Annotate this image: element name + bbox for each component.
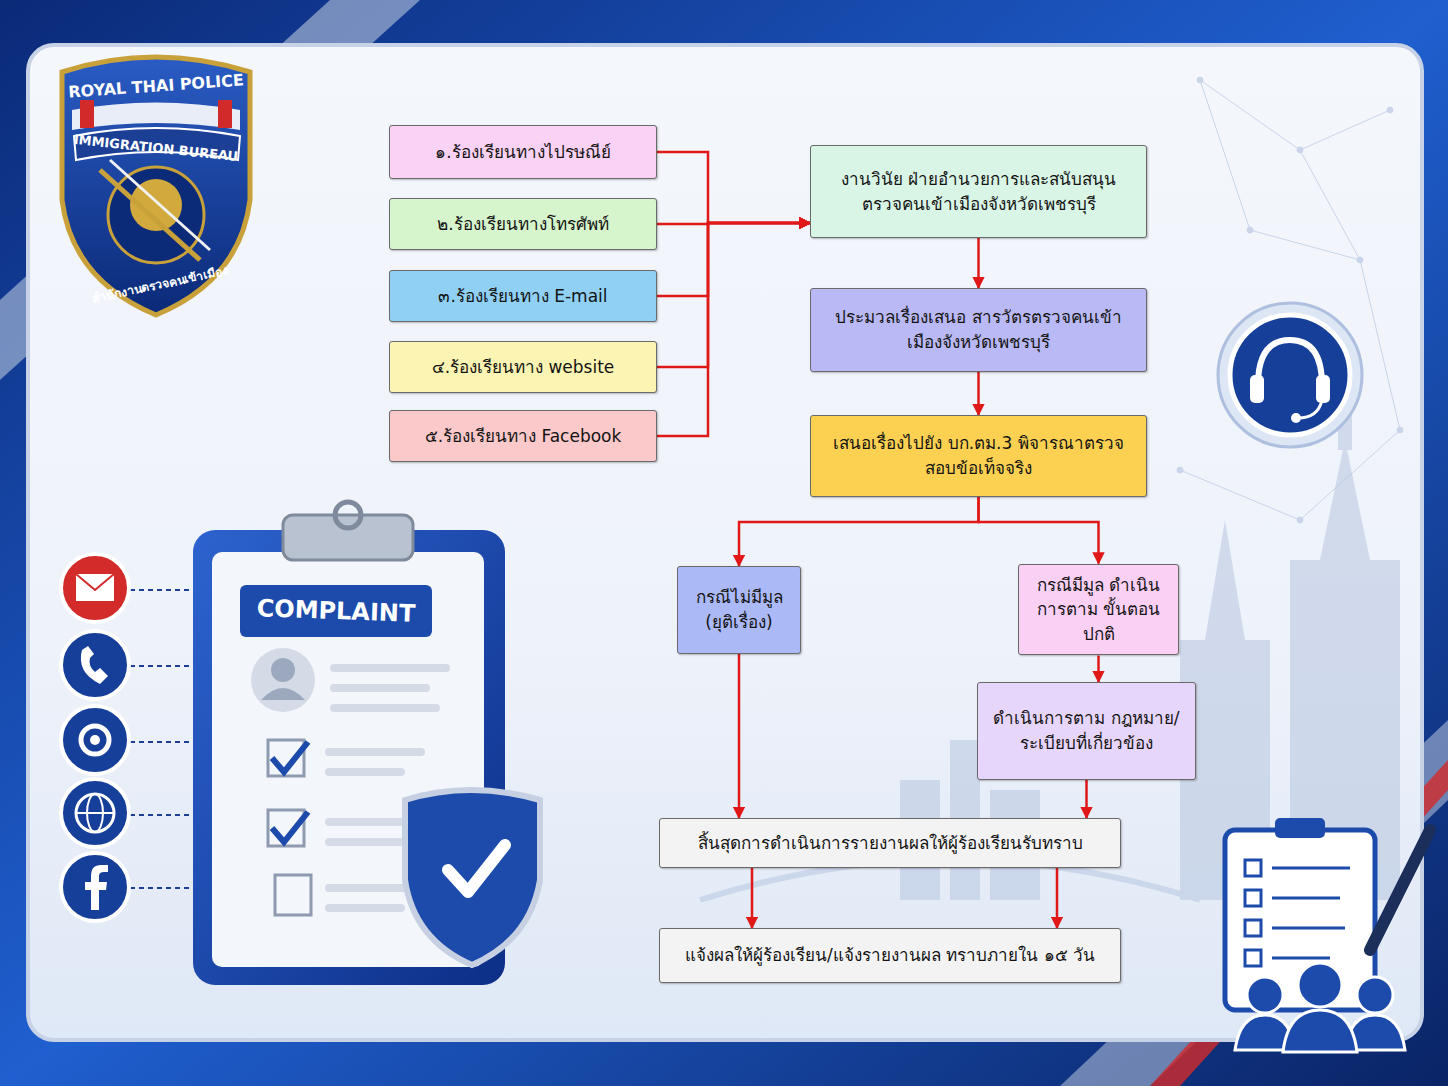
process-box: เสนอเรื่องไปยัง บก.ตม.3 พิจารณาตรวจสอบข้… bbox=[810, 415, 1147, 497]
flow-arrow bbox=[657, 223, 810, 367]
box-text: เสนอเรื่องไปยัง บก.ตม.3 พิจารณาตรวจสอบข้… bbox=[821, 431, 1136, 480]
box-text: สิ้นสุดการดำเนินการรายงานผลให้ผู้ร้องเรี… bbox=[698, 831, 1083, 856]
box-text: ๔.ร้องเรียนทาง website bbox=[432, 355, 615, 380]
process-box: ๕.ร้องเรียนทาง Facebook bbox=[389, 410, 657, 462]
box-text: ๒.ร้องเรียนทางโทรศัพท์ bbox=[437, 212, 608, 237]
network-lines bbox=[1177, 77, 1403, 523]
process-box: ๒.ร้องเรียนทางโทรศัพท์ bbox=[389, 198, 657, 250]
box-text: กรณีไม่มีมูล (ยุติเรื่อง) bbox=[688, 585, 790, 634]
box-text: ๑.ร้องเรียนทางไปรษณีย์ bbox=[435, 140, 610, 165]
label-text: COMPLAINT bbox=[256, 594, 416, 628]
flow-arrow bbox=[738, 654, 741, 818]
box-text: กรณีมีมูล ดำเนินการตาม ขั้นตอนปกติ bbox=[1029, 573, 1168, 647]
box-text: ๓.ร้องเรียนทาง E-mail bbox=[438, 284, 607, 309]
process-box: กรณีมีมูล ดำเนินการตาม ขั้นตอนปกติ bbox=[1018, 564, 1179, 656]
process-box: ประมวลเรื่องเสนอ สารวัตรตรวจคนเข้าเมืองจ… bbox=[810, 288, 1147, 372]
flow-arrow bbox=[657, 223, 810, 436]
process-box: สิ้นสุดการดำเนินการรายงานผลให้ผู้ร้องเรี… bbox=[659, 818, 1121, 868]
flow-arrow bbox=[751, 868, 754, 928]
complaint-clipboard bbox=[193, 502, 540, 985]
process-box: แจ้งผลให้ผู้ร้องเรียน/แจ้งรายงานผล ทราบภ… bbox=[659, 928, 1121, 983]
flow-arrow bbox=[739, 497, 979, 566]
process-box: ดำเนินการตาม กฎหมาย/ระเบียบที่เกี่ยวข้อง bbox=[977, 682, 1196, 780]
box-text: ประมวลเรื่องเสนอ สารวัตรตรวจคนเข้าเมืองจ… bbox=[821, 305, 1136, 354]
police-badge bbox=[62, 57, 250, 315]
report-people-icon bbox=[1225, 818, 1430, 1052]
flow-arrow bbox=[1085, 780, 1088, 818]
box-text: ดำเนินการตาม กฎหมาย/ระเบียบที่เกี่ยวข้อง bbox=[988, 706, 1185, 755]
process-box: กรณีไม่มีมูล (ยุติเรื่อง) bbox=[677, 566, 801, 654]
flow-arrow bbox=[977, 238, 980, 288]
process-box: ๑.ร้องเรียนทางไปรษณีย์ bbox=[389, 125, 657, 179]
process-box: ๓.ร้องเรียนทาง E-mail bbox=[389, 270, 657, 322]
flow-arrow bbox=[657, 223, 810, 296]
process-box: ๔.ร้องเรียนทาง website bbox=[389, 341, 657, 393]
flow-arrow bbox=[1056, 868, 1059, 928]
process-box: งานวินัย ฝ่ายอำนวยการและสนับสนุน ตรวจคนเ… bbox=[810, 145, 1147, 238]
flow-arrow bbox=[1097, 656, 1100, 683]
flow-arrow bbox=[977, 372, 980, 415]
headset-icon bbox=[1218, 303, 1362, 447]
flow-arrow bbox=[657, 152, 810, 223]
box-text: งานวินัย ฝ่ายอำนวยการและสนับสนุน ตรวจคนเ… bbox=[821, 167, 1136, 216]
contact-icons bbox=[61, 554, 205, 921]
box-text: แจ้งผลให้ผู้ร้องเรียน/แจ้งรายงานผล ทราบภ… bbox=[685, 943, 1095, 968]
box-text: ๕.ร้องเรียนทาง Facebook bbox=[425, 424, 622, 449]
flow-arrow bbox=[979, 497, 1099, 564]
